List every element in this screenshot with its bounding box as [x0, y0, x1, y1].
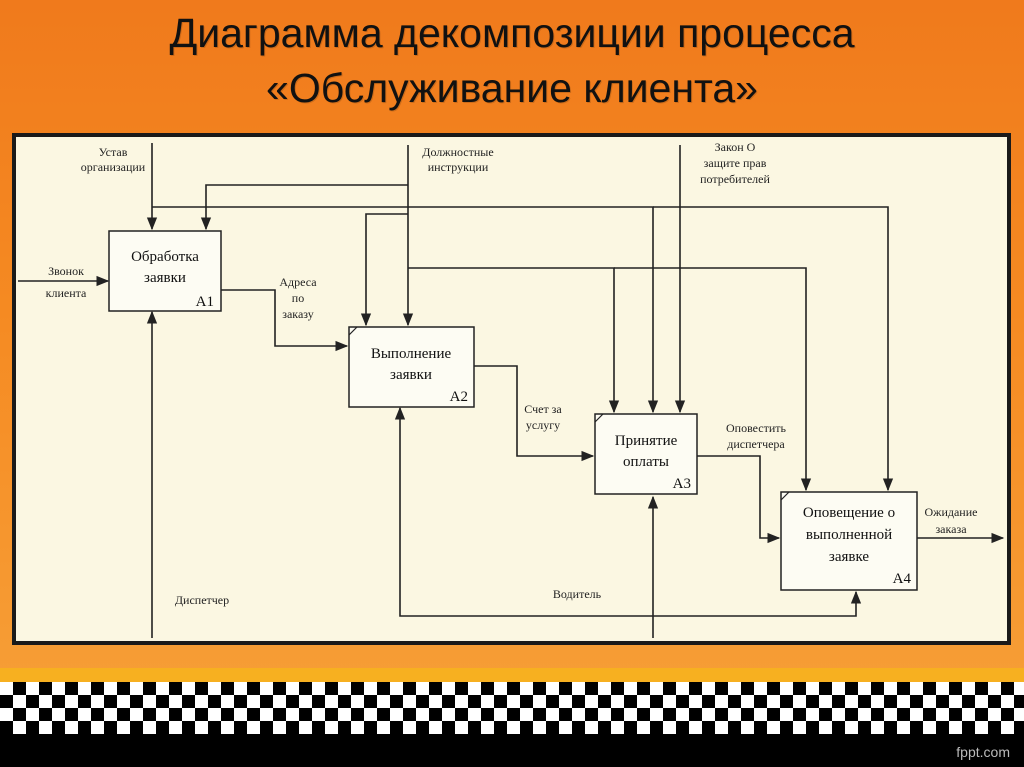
- label-control-charter-2: организации: [81, 160, 146, 174]
- arrow-control-charter-a4: [653, 206, 894, 492]
- label-control-instr-1: Должностные: [422, 145, 493, 159]
- svg-text:оплаты: оплаты: [623, 454, 669, 470]
- slide-title-line1: Диаграмма декомпозиции процесса: [169, 10, 855, 56]
- arrow-flow-invoice: [474, 365, 595, 462]
- svg-text:Оповещение о: Оповещение о: [803, 505, 895, 521]
- label-input-1: Звонок: [48, 264, 84, 278]
- label-mech-dispatcher: Диспетчер: [175, 593, 229, 607]
- label-flow-invoice-1: Счет за: [524, 402, 562, 416]
- label-control-law-1: Закон О: [715, 140, 756, 154]
- label-output-1: Ожидание: [925, 505, 978, 519]
- svg-text:Обработка: Обработка: [131, 249, 199, 265]
- svg-text:выполненной: выполненной: [806, 527, 892, 543]
- label-flow-addresses-2: по: [292, 291, 304, 305]
- svg-text:заявке: заявке: [829, 549, 869, 565]
- checkered-band: [0, 682, 1024, 734]
- label-output-2: заказа: [935, 522, 967, 536]
- arrow-mech-driver-a2: [394, 406, 653, 617]
- arrow-control-instr-a1: [200, 184, 408, 231]
- arrow-mech-driver-a4: [653, 590, 862, 617]
- arrow-control-instr-a2b: [360, 213, 408, 327]
- arrow-control-instr-a4: [614, 267, 812, 492]
- label-control-charter-1: Устав: [99, 145, 128, 159]
- label-flow-addresses-3: заказу: [282, 307, 314, 321]
- label-flow-notify-1: Оповестить: [726, 421, 787, 435]
- svg-text:Принятие: Принятие: [615, 433, 678, 449]
- arrow-flow-notify: [697, 455, 781, 544]
- svg-text:заявки: заявки: [390, 367, 432, 383]
- slide-title-line2: «Обслуживание клиента»: [266, 65, 758, 111]
- label-input-2: клиента: [46, 286, 87, 300]
- box-a1: Обработка заявки A1: [108, 230, 222, 312]
- label-control-instr-2: инструкции: [428, 160, 489, 174]
- svg-text:заявки: заявки: [144, 270, 186, 286]
- watermark: fppt.com: [956, 744, 1010, 760]
- label-flow-notify-2: диспетчера: [727, 437, 785, 451]
- label-control-law-3: потребителей: [700, 172, 770, 186]
- slide-title: Диаграмма декомпозиции процесса «Обслужи…: [0, 6, 1024, 116]
- box-a3: Принятие оплаты A3: [594, 413, 698, 495]
- bottom-bar: [0, 734, 1024, 767]
- svg-text:A1: A1: [196, 294, 214, 310]
- label-control-law-2: защите прав: [704, 156, 767, 170]
- label-mech-driver: Водитель: [553, 587, 602, 601]
- box-a2: Выполнение заявки A2: [348, 326, 475, 408]
- footer-stripe: [0, 668, 1024, 682]
- svg-text:A3: A3: [673, 476, 691, 492]
- svg-text:A2: A2: [450, 389, 468, 405]
- label-flow-invoice-2: услугу: [526, 418, 560, 432]
- arrow-flow-addresses: [221, 289, 349, 352]
- box-a4: Оповещение о выполненной заявке A4: [780, 491, 918, 591]
- label-flow-addresses-1: Адреса: [279, 275, 317, 289]
- svg-text:Выполнение: Выполнение: [371, 346, 452, 362]
- svg-text:A4: A4: [893, 571, 912, 587]
